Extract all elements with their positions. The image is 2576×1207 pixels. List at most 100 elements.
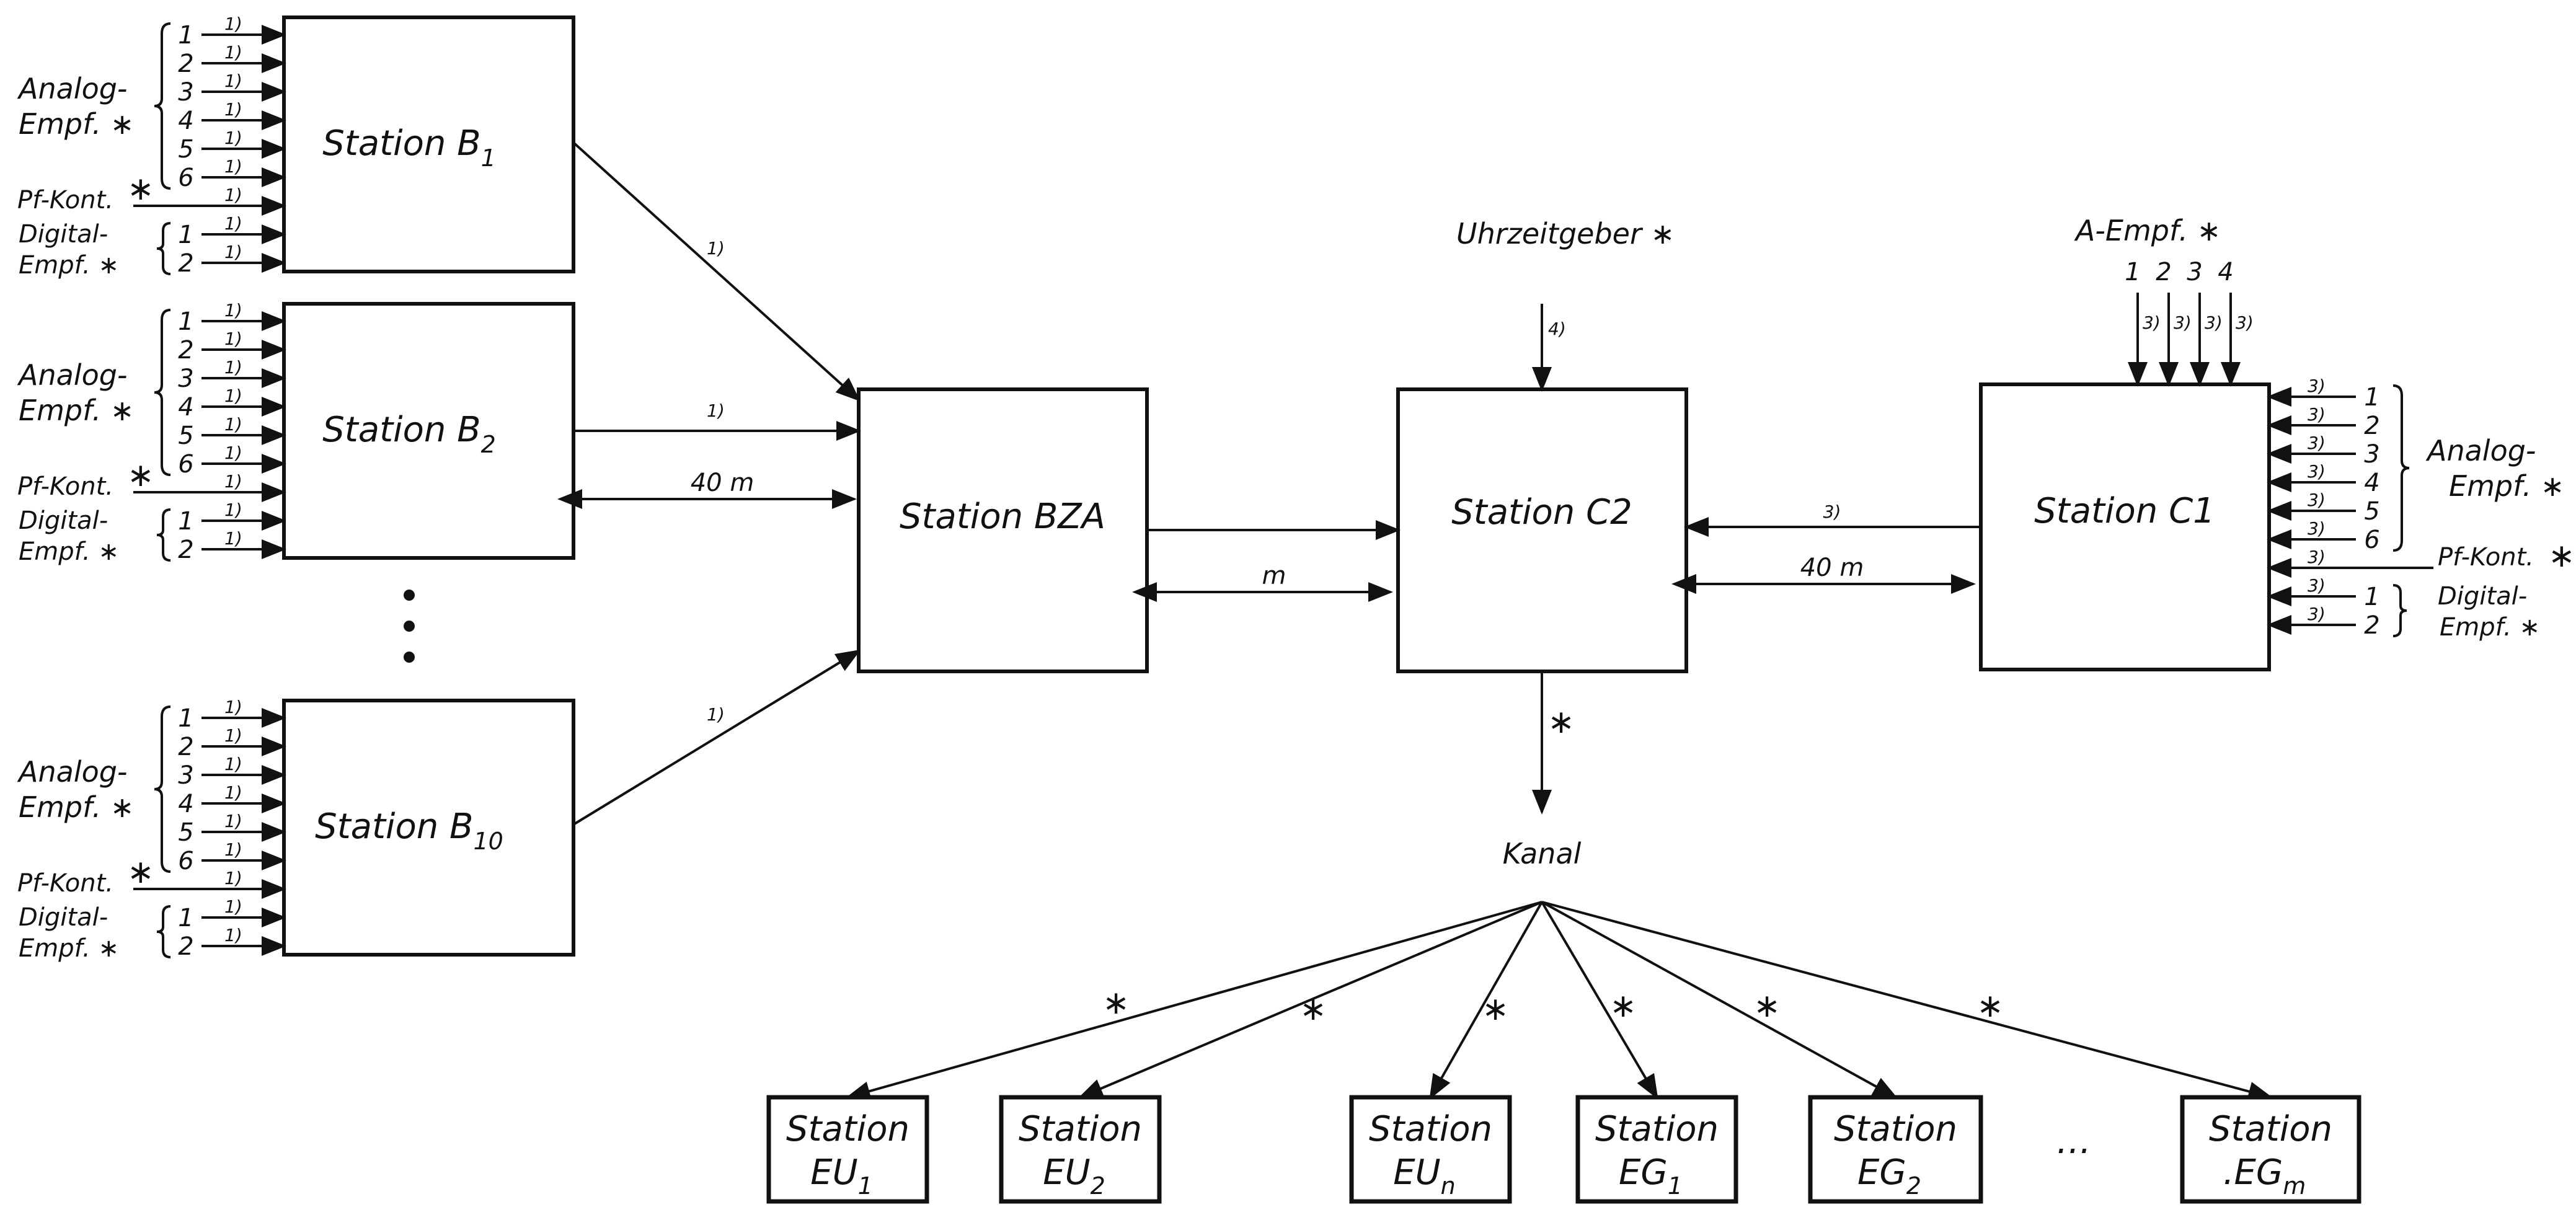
c1-top-note: 3) xyxy=(2205,312,2223,333)
input-number: 2 xyxy=(178,249,193,278)
input-note: 1) xyxy=(224,839,242,860)
distance-c2-c1-label: 40 m xyxy=(1800,554,1864,582)
station-b-box xyxy=(282,15,575,273)
input-note: 1) xyxy=(224,896,242,917)
input-number: 2 xyxy=(178,536,193,564)
pf-kont-label: Pf-Kont. xyxy=(17,186,113,214)
analog-label: Analog- xyxy=(17,755,128,789)
kanal-label: Kanal xyxy=(1503,837,1582,870)
input-note: 1) xyxy=(224,697,242,717)
station-b-sub: 2 xyxy=(481,431,496,458)
analog-brace xyxy=(154,705,171,873)
c1-right-note: 3) xyxy=(2308,433,2326,453)
station-b-2: Station B21)11)21)31)41)51)61)1)11)2Anal… xyxy=(17,300,575,566)
end-station-line1: Station xyxy=(786,1109,910,1149)
end-station-box xyxy=(766,1095,929,1204)
station-bza-box xyxy=(857,387,1149,673)
end-station-sub: 1 xyxy=(1668,1172,1683,1200)
digital-label: Digital- xyxy=(19,903,108,932)
end-station-box xyxy=(1808,1095,1983,1204)
c1-right-number: 3 xyxy=(2364,440,2379,469)
station-b-10: Station B101)11)21)31)41)51)61)1)11)2Ana… xyxy=(17,697,575,963)
end-station-sub: 1 xyxy=(858,1172,873,1200)
input-number: 1 xyxy=(178,904,193,932)
digital-label-2: Empf. ∗ xyxy=(19,251,119,280)
station-b-sub: 1 xyxy=(481,144,496,172)
a-empf-label: A-Empf. ∗ xyxy=(2074,214,2221,247)
input-note: 1) xyxy=(224,71,242,91)
digital-label-2: Empf. ∗ xyxy=(19,537,119,566)
c1-right-note: 3) xyxy=(2308,461,2326,482)
c1-right-number: 5 xyxy=(2364,497,2379,526)
pf-kont-label: Pf-Kont. xyxy=(17,472,113,501)
input-number: 1 xyxy=(178,221,193,249)
input-note: 1) xyxy=(224,242,242,262)
link-star: ∗ xyxy=(1753,988,1781,1025)
input-note: 1) xyxy=(224,725,242,746)
input-note: 1) xyxy=(224,42,242,63)
c1-right-note: 3) xyxy=(2308,604,2326,624)
c1-top-note: 3) xyxy=(2174,312,2192,333)
end-station-box xyxy=(1575,1095,1738,1204)
link-star: ∗ xyxy=(1609,988,1637,1025)
c1-right-number: 1 xyxy=(2364,383,2379,412)
input-number: 1 xyxy=(178,704,193,733)
c1-analog-label: Analog- xyxy=(2425,434,2536,467)
analog-brace xyxy=(154,22,171,190)
c1-digital-brace xyxy=(2392,584,2407,637)
c1-pf-kont-label: Pf-Kont. xyxy=(2438,543,2534,572)
station-bza-label: Station BZA xyxy=(900,497,1105,537)
pf-kont-label: Pf-Kont. xyxy=(17,869,113,898)
end-station-sub: n xyxy=(1441,1172,1456,1200)
end-station-sub: 2 xyxy=(1906,1172,1921,1200)
note-b1-bza: 1) xyxy=(707,238,725,259)
link-star: ∗ xyxy=(1482,991,1509,1028)
input-number: 2 xyxy=(178,336,193,365)
end-station-line2: EG2 xyxy=(1857,1152,1921,1200)
input-number: 5 xyxy=(178,818,193,847)
input-number: 5 xyxy=(178,422,193,450)
arrow-b1-to-bza xyxy=(572,141,861,402)
end-station-line1: Station xyxy=(1019,1109,1142,1149)
station-b-sub: 10 xyxy=(473,828,503,855)
end-station-box xyxy=(999,1095,1162,1204)
end-station-line2: EU1 xyxy=(810,1152,873,1200)
input-note: 1) xyxy=(224,357,242,378)
input-note: 1) xyxy=(224,14,242,34)
input-number: 1 xyxy=(178,507,193,536)
c1-top-number: 1 xyxy=(2125,258,2140,286)
digital-label-2: Empf. ∗ xyxy=(19,934,119,963)
station-b-1: Station B11)11)21)31)41)51)61)1)11)2Anal… xyxy=(17,14,575,280)
end-station-line1: Station xyxy=(2209,1109,2332,1149)
input-number: 6 xyxy=(178,450,193,479)
input-note: 1) xyxy=(224,300,242,321)
station-c2-label: Station C2 xyxy=(1451,492,1632,533)
kanal-link xyxy=(1429,901,1543,1100)
digital-brace xyxy=(156,508,171,562)
note-clock: 4) xyxy=(1548,319,1566,339)
c1-pf-kont-star: ∗ xyxy=(2548,537,2575,575)
c1-top-note: 3) xyxy=(2143,312,2161,333)
input-number: 1 xyxy=(178,21,193,50)
input-note: 1) xyxy=(224,414,242,435)
input-note: 1) xyxy=(224,185,242,205)
input-note: 1) xyxy=(224,811,242,831)
input-note: 1) xyxy=(224,128,242,148)
c1-analog-brace xyxy=(2392,384,2410,552)
c1-right-number: 2 xyxy=(2364,412,2379,440)
input-note: 1) xyxy=(224,925,242,945)
input-note: 1) xyxy=(224,443,242,463)
c1-right-note: 3) xyxy=(2308,547,2326,567)
c1-top-note: 3) xyxy=(2236,312,2254,333)
analog-label-2: Empf. ∗ xyxy=(19,790,134,824)
analog-brace xyxy=(154,309,171,476)
kanal-link xyxy=(1541,901,2273,1102)
input-number: 6 xyxy=(178,164,193,192)
input-number: 4 xyxy=(178,790,193,818)
input-number: 3 xyxy=(178,365,193,393)
end-station-line1: Station xyxy=(1595,1109,1719,1149)
station-b-group: Station B11)11)21)31)41)51)61)1)11)2Anal… xyxy=(17,14,575,963)
c1-right-note: 3) xyxy=(2308,376,2326,396)
